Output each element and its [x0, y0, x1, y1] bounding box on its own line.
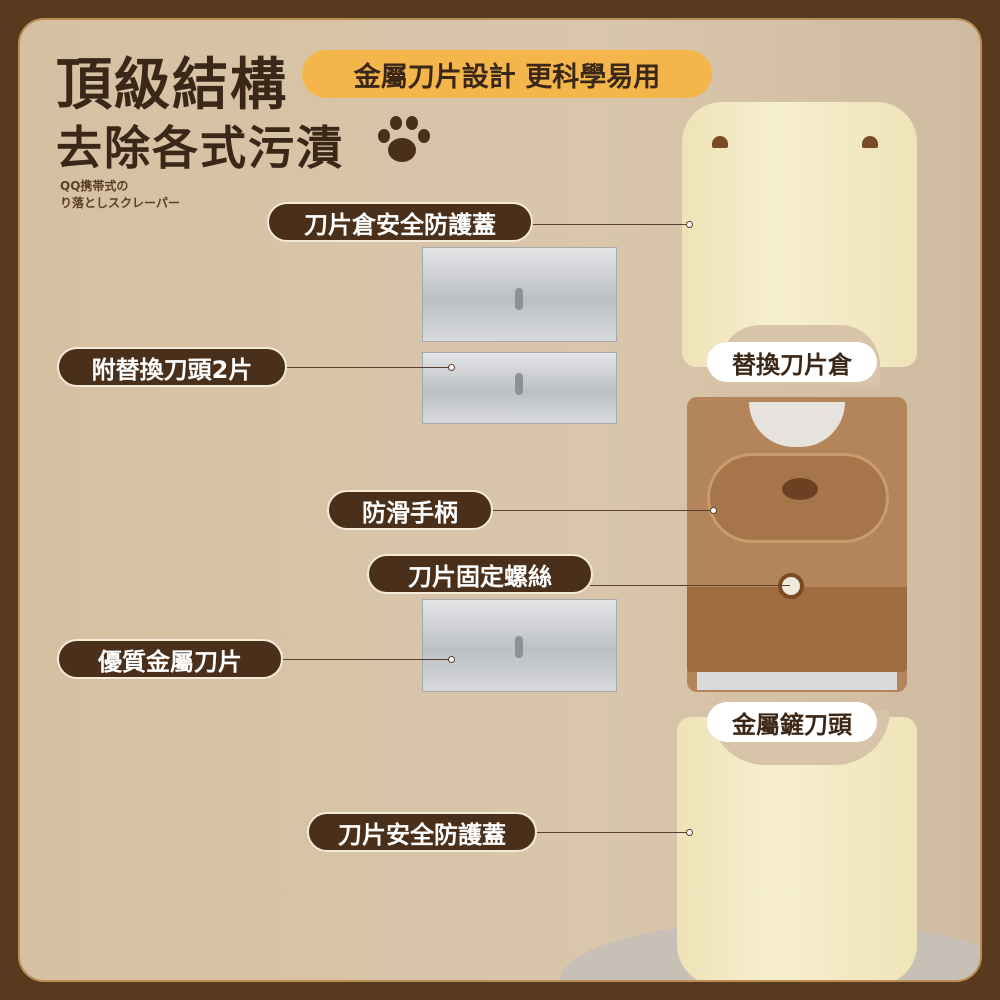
- screw-icon: [778, 573, 804, 599]
- leader-dot: [448, 364, 455, 371]
- jp-line-2: り落としスクレーパー: [60, 196, 180, 210]
- page-subtitle: 去除各式污漬: [56, 121, 344, 175]
- anti-slip-grip: [707, 453, 889, 543]
- leader-dot: [448, 656, 455, 663]
- leader-line: [590, 585, 790, 586]
- label-screw: 刀片固定螺絲: [367, 554, 593, 594]
- japanese-caption: QQ携帯式の り落としスクレーパー: [60, 178, 180, 212]
- label-bottom-cover: 刀片安全防護蓋: [307, 812, 537, 852]
- jp-line-1: QQ携帯式の: [60, 179, 129, 193]
- label-spare-blades: 附替換刀頭2片: [57, 347, 287, 387]
- label-top-cover: 刀片倉安全防護蓋: [267, 202, 533, 242]
- label-shovel-head: 金屬鏟刀頭: [707, 702, 877, 742]
- leader-dot: [686, 829, 693, 836]
- handle-body: [687, 397, 907, 692]
- leader-dot: [710, 507, 717, 514]
- spare-blade-2: [422, 352, 617, 424]
- ear-left: [712, 136, 728, 148]
- leader-line: [490, 510, 715, 511]
- tagline-badge: 金屬刀片設計 更科學易用: [302, 50, 712, 98]
- blade-window: [749, 402, 845, 447]
- bear-nose-icon: [782, 478, 818, 500]
- metal-blade: [422, 599, 617, 692]
- bottom-band: [687, 587, 907, 672]
- paw-icon: [378, 116, 430, 162]
- label-blade-chamber: 替換刀片倉: [707, 342, 877, 382]
- page-title: 頂級結構: [56, 53, 288, 118]
- leader-line: [535, 832, 690, 833]
- blade-edge: [697, 672, 897, 690]
- leader-line: [280, 659, 450, 660]
- leader-line: [285, 367, 450, 368]
- product-panel: 頂級結構 金屬刀片設計 更科學易用 去除各式污漬 QQ携帯式の り落としスクレー…: [18, 18, 982, 982]
- spare-blade-1: [422, 247, 617, 342]
- leader-line: [530, 224, 690, 225]
- ear-right: [862, 136, 878, 148]
- leader-dot: [686, 221, 693, 228]
- label-metal-blade: 優質金屬刀片: [57, 639, 283, 679]
- label-grip: 防滑手柄: [327, 490, 493, 530]
